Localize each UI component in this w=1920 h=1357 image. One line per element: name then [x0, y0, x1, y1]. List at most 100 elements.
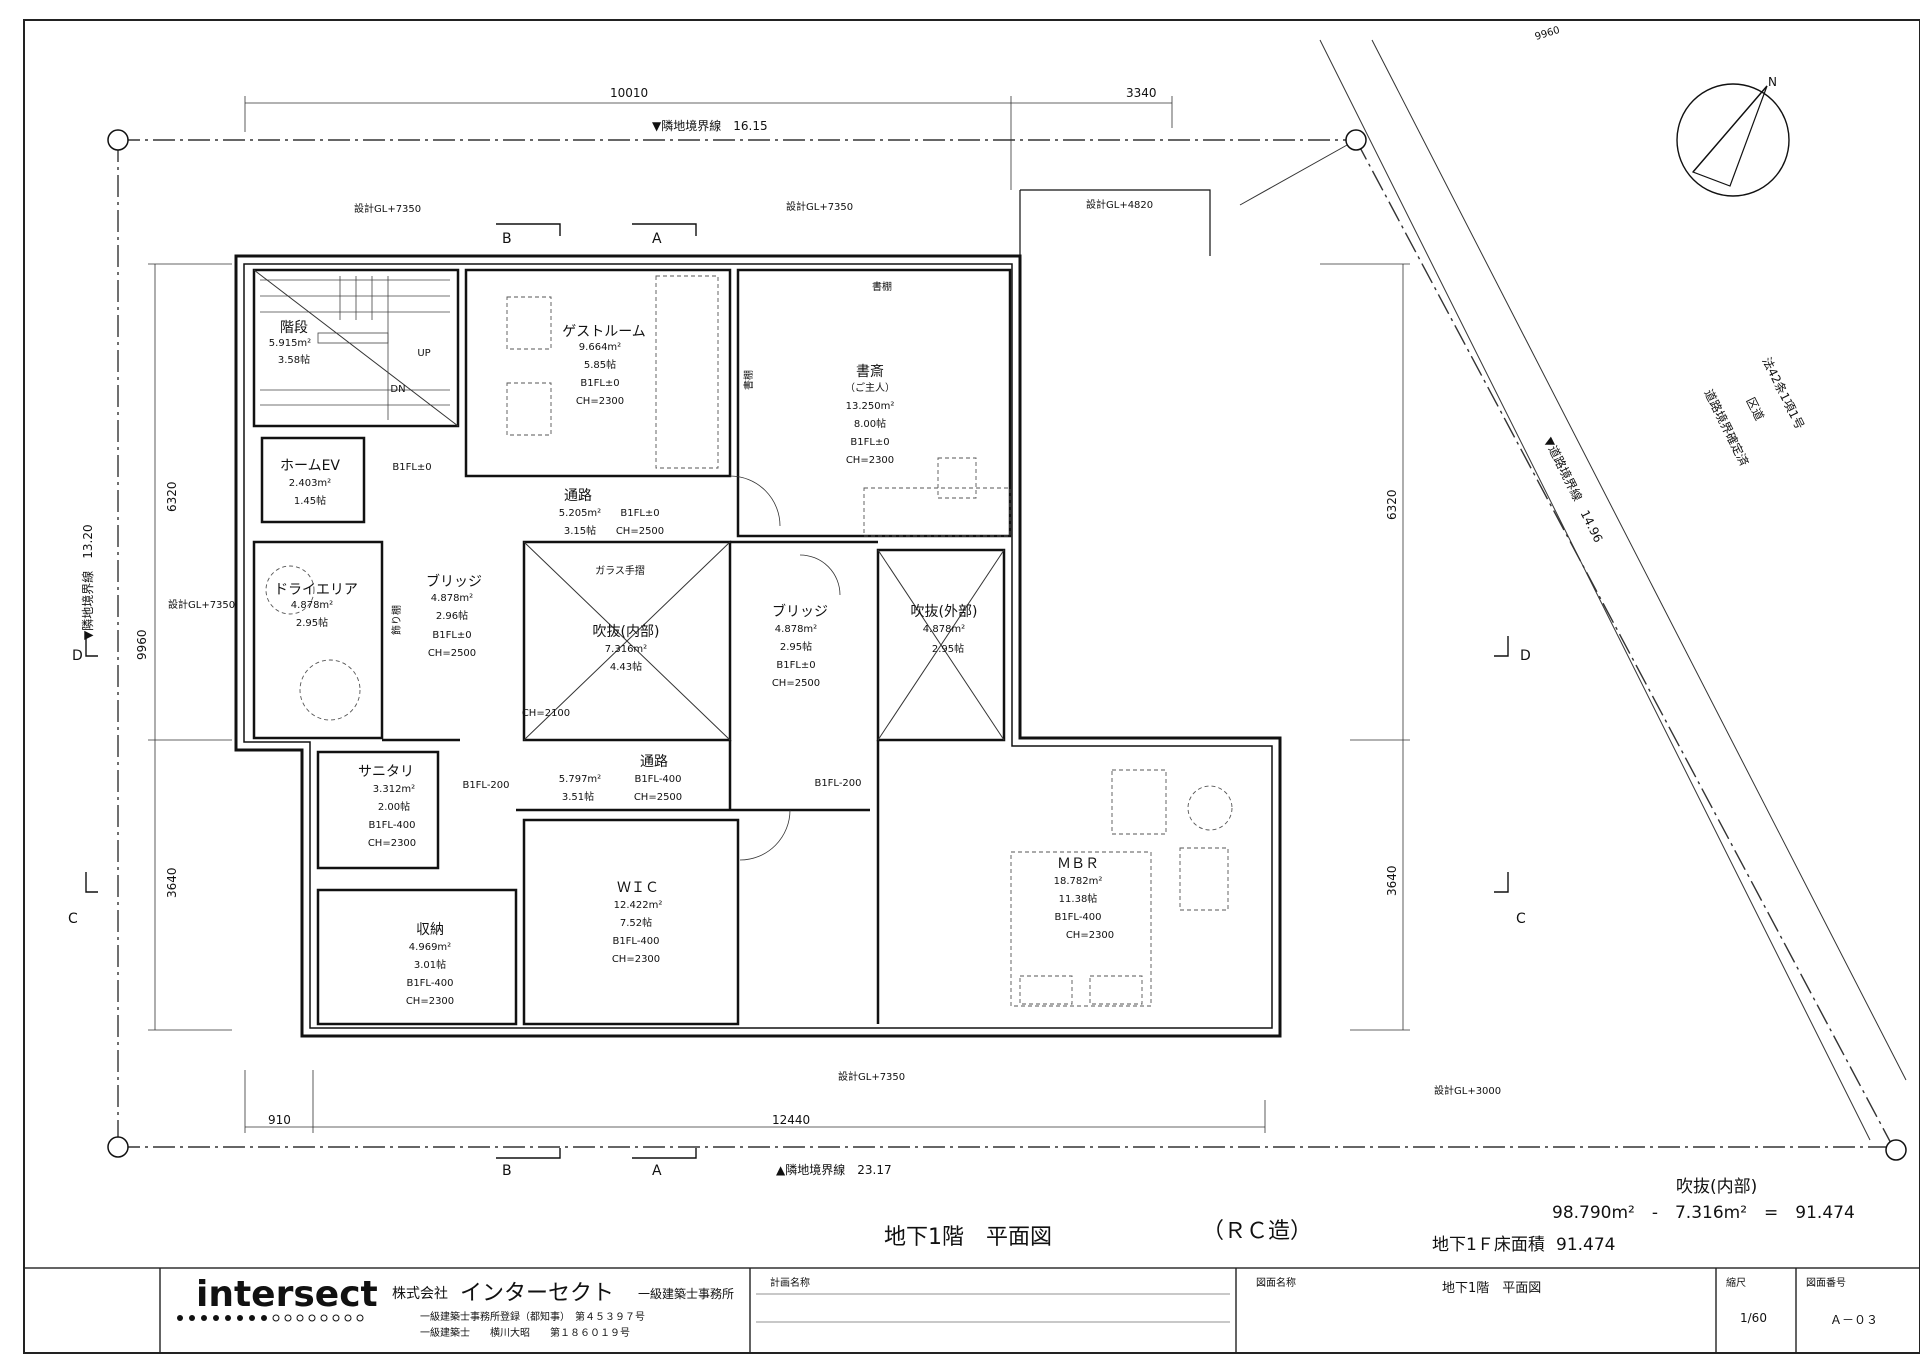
svg-text:UP: UP: [417, 348, 430, 359]
room-guest: ゲストルーム 9.664m² 5.85帖 B1FL±0 CH=2300: [562, 324, 646, 407]
svg-text:3.58帖: 3.58帖: [278, 353, 310, 366]
sheet-border: [23, 19, 1920, 1354]
svg-text:書棚: 書棚: [872, 280, 892, 293]
section-d-left: D: [72, 648, 83, 664]
svg-text:ＭＢＲ: ＭＢＲ: [1057, 856, 1099, 872]
svg-text:7.52帖: 7.52帖: [620, 916, 652, 929]
svg-text:2.96帖: 2.96帖: [436, 609, 468, 622]
svg-text:通路: 通路: [640, 754, 668, 770]
svg-text:CH=2500: CH=2500: [772, 678, 820, 689]
room-mbr: ＭＢＲ 18.782m² 11.38帖 B1FL-400 CH=2300: [1054, 856, 1115, 941]
svg-text:ブリッジ: ブリッジ: [772, 603, 828, 620]
dim-top-right: 3340: [1126, 86, 1157, 100]
logo-dots: [177, 1315, 267, 1321]
svg-text:サニタリ: サニタリ: [358, 764, 414, 780]
svg-text:4.878m²: 4.878m²: [431, 593, 473, 604]
stair-treads: [260, 276, 450, 420]
scale-label: 縮尺: [1726, 1276, 1746, 1289]
svg-text:CH=2300: CH=2300: [406, 996, 454, 1007]
svg-text:B1FL-400: B1FL-400: [368, 820, 415, 831]
section-a-top: A: [652, 231, 662, 247]
area-calc-label: 吹抜(内部): [1676, 1177, 1757, 1197]
gl-label: 設計GL+3000: [1434, 1084, 1501, 1097]
svg-text:CH=2500: CH=2500: [634, 792, 682, 803]
svg-text:B1FL-200: B1FL-200: [814, 778, 861, 789]
svg-text:ガラス手摺: ガラス手摺: [595, 564, 645, 577]
company-name: インターセクト: [460, 1281, 614, 1306]
room-void-outer: 吹抜(外部) 4.878m² 2.95帖 CH=2100: [522, 604, 978, 719]
svg-text:2.95帖: 2.95帖: [932, 642, 964, 655]
floor-area-value: 91.474: [1556, 1235, 1615, 1255]
svg-text:CH=2300: CH=2300: [612, 954, 660, 965]
svg-text:4.969m²: 4.969m²: [409, 942, 451, 953]
svg-text:3.15帖: 3.15帖: [564, 524, 596, 537]
svg-text:2.403m²: 2.403m²: [289, 478, 331, 489]
boundary-bottom-label: ▲隣地境界線 23.17: [776, 1162, 892, 1177]
svg-text:ブリッジ: ブリッジ: [426, 573, 482, 590]
svg-text:CH=2300: CH=2300: [1066, 930, 1114, 941]
svg-text:CH=2100: CH=2100: [522, 708, 570, 719]
svg-text:B1FL-200: B1FL-200: [462, 780, 509, 791]
svg-text:3.312m²: 3.312m²: [373, 784, 415, 795]
room-sanitary: サニタリ 3.312m² 2.00帖 B1FL-400 CH=2300 B1FL…: [358, 764, 510, 849]
svg-text:2.95帖: 2.95帖: [780, 640, 812, 653]
room-bridge-2: ブリッジ 4.878m² 2.95帖 B1FL±0 CH=2500: [772, 603, 828, 689]
room-study: 書斎 （ご主人） 13.250m² 8.00帖 B1FL±0 CH=2300 書…: [742, 280, 895, 466]
dim-top-left: 10010: [610, 86, 648, 100]
section-d-right: D: [1520, 648, 1531, 664]
road-note-3: 道路境界確定済: [1701, 387, 1752, 469]
section-mark-lines: [85, 223, 1509, 1159]
svg-text:12.422m²: 12.422m²: [614, 900, 663, 911]
svg-text:4.878m²: 4.878m²: [923, 624, 965, 635]
svg-text:書棚: 書棚: [742, 370, 755, 390]
dim-right-upper: 6320: [1385, 489, 1399, 520]
svg-text:書斎: 書斎: [856, 363, 884, 380]
registration-1: 一級建築士事務所登録（都知事） 第４５３９７号: [420, 1310, 645, 1323]
section-c-left: C: [68, 911, 78, 927]
room-corridor-1: 通路 5.205m² 3.15帖 B1FL±0 CH=2500 ガラス手摺: [559, 488, 664, 577]
svg-text:通路: 通路: [564, 488, 592, 504]
section-b-top: B: [502, 231, 512, 247]
svg-text:階段: 階段: [280, 320, 308, 336]
svg-text:7.316m²: 7.316m²: [605, 644, 647, 655]
furniture: [265, 275, 1233, 1007]
north-label: N: [1768, 75, 1777, 89]
boundary-corner-dim: 9960: [1534, 25, 1562, 43]
svg-text:11.38帖: 11.38帖: [1059, 892, 1098, 905]
svg-text:CH=2500: CH=2500: [428, 648, 476, 659]
building-walls: [234, 189, 1282, 1038]
section-c-right: C: [1516, 911, 1526, 927]
svg-text:ゲストルーム: ゲストルーム: [562, 324, 646, 340]
svg-text:B1FL-400: B1FL-400: [634, 774, 681, 785]
svg-text:5.85帖: 5.85帖: [584, 358, 616, 371]
room-wic: ＷＩＣ 12.422m² 7.52帖 B1FL-400 CH=2300: [612, 880, 663, 965]
drawing-number-label: 図面番号: [1806, 1277, 1846, 1289]
road-note-2: 区道: [1743, 395, 1766, 423]
svg-text:9.664m²: 9.664m²: [579, 342, 621, 353]
registration-2: 一級建築士 横川大昭 第１８６０１９号: [420, 1326, 630, 1339]
boundary-left-label: ▼隣地境界線 13.20: [80, 524, 95, 640]
dimension-lines: [148, 96, 1410, 1133]
company-prefix: 株式会社: [392, 1286, 448, 1302]
section-a-bottom: A: [652, 1163, 662, 1179]
svg-text:（ご主人）: （ご主人）: [845, 381, 895, 394]
room-void-inner: 吹抜(内部) 7.316m² 4.43帖: [593, 624, 660, 673]
svg-text:吹抜(内部): 吹抜(内部): [593, 624, 660, 640]
dim-bottom-right: 12440: [772, 1113, 810, 1127]
project-name-label: 計画名称: [770, 1276, 810, 1289]
company-suffix: 一級建築士事務所: [638, 1286, 734, 1301]
void-crosses: [253, 269, 1005, 741]
svg-text:4.878m²: 4.878m²: [291, 600, 333, 611]
gl-label: 設計GL+7350: [786, 200, 853, 213]
svg-text:B1FL±0: B1FL±0: [432, 630, 471, 641]
svg-text:吹抜(外部): 吹抜(外部): [911, 604, 978, 620]
area-calc-formula: 98.790m² - 7.316m² = 91.474: [1552, 1203, 1855, 1223]
structure-label: （ＲＣ造）: [1202, 1219, 1312, 1244]
svg-text:ドライエリア: ドライエリア: [274, 582, 358, 598]
svg-text:CH=2300: CH=2300: [846, 455, 894, 466]
svg-text:B1FL±0: B1FL±0: [850, 437, 889, 448]
svg-text:DN: DN: [390, 384, 405, 395]
svg-text:ＷＩＣ: ＷＩＣ: [617, 880, 659, 896]
title-block: [23, 1267, 1920, 1354]
